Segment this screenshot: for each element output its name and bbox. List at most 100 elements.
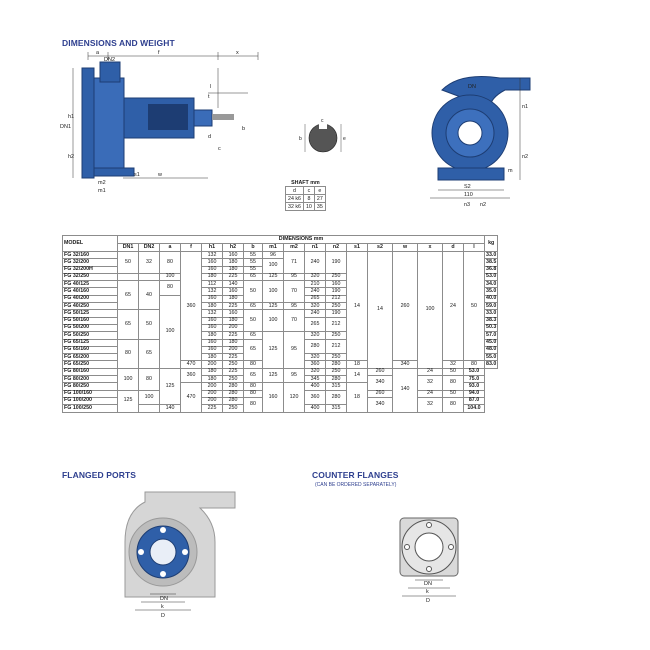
cell-h2: 160 — [222, 250, 244, 260]
cell-h2: 280 — [222, 389, 244, 398]
shaft-cell: 24 k6 — [285, 194, 304, 203]
label-m2: m2 — [98, 180, 106, 186]
col-header: b — [243, 243, 263, 252]
table-row-model: FG 100/250 — [62, 404, 118, 413]
cell-h1: 160 — [201, 345, 223, 355]
cell-kg: 75.0 — [463, 375, 485, 384]
table-row-model: FG 65/250 — [62, 360, 118, 369]
cell-d: 24 — [417, 367, 443, 377]
cell-n2: 160 — [325, 280, 347, 289]
cell-h2: 250 — [222, 404, 244, 413]
front-label-s2: S2 — [464, 184, 471, 190]
table-row-model: FG 100/200 — [62, 396, 118, 406]
cell-n2: 280 — [325, 375, 347, 384]
cell-kg: 38.3 — [483, 316, 499, 325]
col-header: d — [442, 243, 464, 252]
cell-h1: 180 — [201, 375, 223, 384]
cell-dn1: 65 — [117, 280, 139, 311]
cell-n1: 280 — [304, 338, 326, 355]
cell-b: 65 — [243, 331, 263, 340]
table-row-model: FG 32/250 — [62, 272, 118, 282]
cell-h1: 180 — [201, 353, 223, 362]
front-label-n2: n2 — [522, 154, 528, 160]
cell-m2: 95 — [283, 272, 305, 282]
cell-kg: 45.0 — [483, 338, 499, 347]
shaft-head: e — [313, 186, 326, 195]
label-dn2: DN2 — [104, 57, 115, 63]
col-header: m1 — [262, 243, 284, 252]
cell-m2: 71 — [283, 251, 305, 274]
front-label-n2b: n2 — [480, 202, 486, 208]
label-d: d — [208, 134, 211, 140]
cell-m2: 95 — [283, 367, 305, 384]
label-a: a — [96, 50, 100, 56]
cell-kg: 57.0 — [483, 331, 499, 340]
cell-n2: 250 — [325, 272, 347, 282]
cell-m1: 96 — [262, 250, 284, 260]
cell-m1: 160 — [262, 382, 284, 413]
cell-b: 65 — [243, 338, 263, 362]
shaft-table: SHAFT mm d c e 24 k6 8 27 32 k6 10 35 — [285, 179, 326, 211]
col-header: n1 — [304, 243, 326, 252]
table-row-model: FG 32/200H — [62, 265, 118, 274]
cell-h1: 180 — [201, 302, 223, 311]
cell-kg: 36.8 — [483, 265, 499, 274]
cell-h2: 140 — [222, 280, 244, 289]
cell-n1: 360 — [304, 389, 326, 406]
table-row-model: FG 65/160 — [62, 345, 118, 355]
cell-a: 100 — [159, 294, 181, 369]
counter-flanges-title: COUNTER FLANGES — [312, 470, 399, 480]
cell-m2: 95 — [283, 331, 305, 369]
cell-dn1: 125 — [117, 389, 139, 413]
shaft-label-e: e — [343, 136, 346, 142]
cell-dn1: 65 — [117, 309, 139, 340]
cell-n1: 320 — [304, 272, 326, 282]
cell-h1: 200 — [201, 360, 223, 369]
cell-h2: 180 — [222, 258, 244, 267]
cell-h1: 132 — [201, 287, 223, 296]
counter-label-dn: DN — [424, 581, 432, 587]
cell-s1: 14 — [346, 367, 368, 384]
col-header: m2 — [283, 243, 305, 252]
cell-l: 80 — [442, 375, 464, 391]
cell-n1: 240 — [304, 251, 326, 274]
cell-dn1: 100 — [117, 367, 139, 391]
cell-n2: 250 — [325, 367, 347, 377]
cell-f: 360 — [180, 250, 202, 362]
cell-w: 260 — [392, 250, 418, 362]
front-label-n1: n1 — [522, 104, 528, 110]
cell-h2: 225 — [222, 353, 244, 362]
cell-m1: 125 — [262, 331, 284, 369]
label-h2: h2 — [68, 154, 74, 160]
col-header: w — [392, 243, 418, 252]
cell-kg: 33.0 — [483, 309, 499, 318]
cell-d: 32 — [417, 396, 443, 413]
cell-h1: 180 — [201, 331, 223, 340]
cell-n2: 212 — [325, 338, 347, 355]
cell-h2: 225 — [222, 272, 244, 282]
shaft-cell: 27 — [313, 194, 326, 203]
table-row-model: FG 80/250 — [62, 382, 118, 391]
front-label-dn: DN — [468, 84, 476, 90]
label-c: c — [218, 146, 221, 152]
cell-h1: 200 — [201, 396, 223, 406]
cell-s2: 14 — [367, 251, 393, 369]
cell-dn2 — [138, 404, 160, 413]
label-dn1: DN1 — [60, 124, 71, 130]
col-header: l — [463, 243, 485, 252]
front-label-110: 110 — [464, 192, 473, 198]
cell-kg: 33.0 — [483, 250, 499, 260]
table-row-model: FG 32/200 — [62, 258, 118, 267]
cell-w: 260 — [367, 389, 393, 398]
cell-kg: 40.0 — [483, 294, 499, 304]
cell-dn1: 50 — [117, 251, 139, 274]
cell-dn2: 65 — [138, 338, 160, 369]
table-row-model: FG 80/200 — [62, 375, 118, 384]
cell-h2: 180 — [222, 294, 244, 304]
cell-b: 80 — [243, 360, 263, 369]
cell-s1: 18 — [346, 382, 368, 413]
cell-h2: 250 — [222, 360, 244, 369]
cell-kg: 50.3 — [483, 323, 499, 333]
cell-n1: 400 — [304, 382, 326, 391]
table-row-model: FG 80/160 — [62, 367, 118, 377]
